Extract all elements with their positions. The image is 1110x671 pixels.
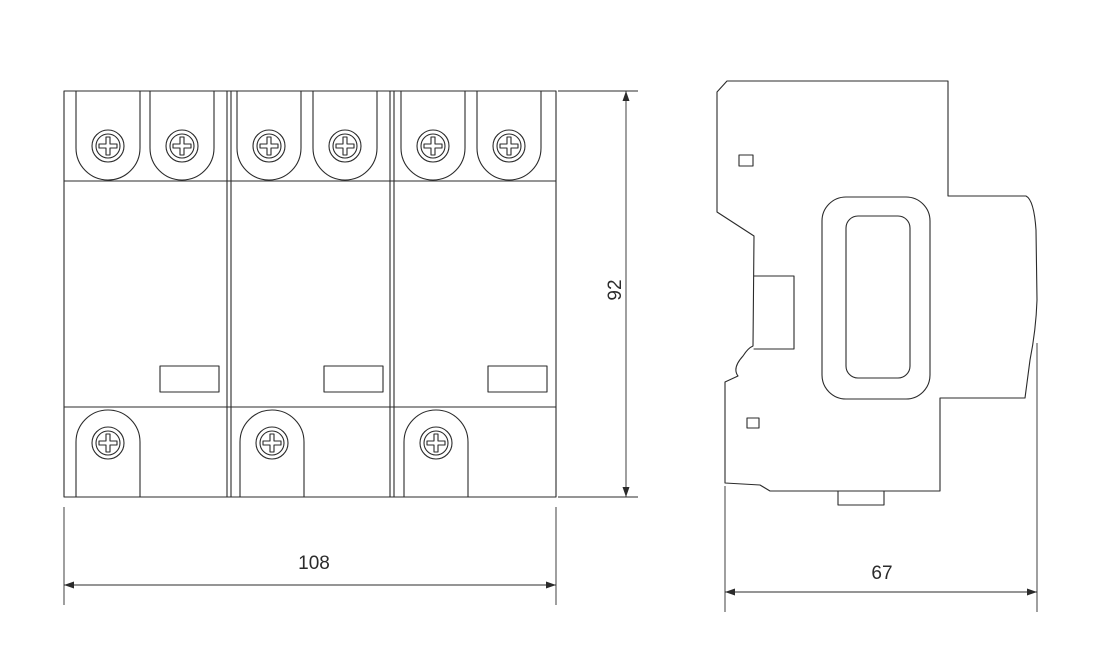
front-outline [63, 90, 557, 498]
top-terminal-tab-6 [476, 90, 542, 181]
depth-label: 67 [871, 563, 892, 584]
screw-icon [416, 129, 450, 163]
screw-icon [255, 426, 289, 460]
screw-icon [328, 129, 362, 163]
top-terminal-tab-2 [149, 90, 215, 181]
status-window-3 [487, 365, 548, 393]
side-view [716, 80, 1038, 506]
bottom-terminal-tab-2 [239, 409, 305, 498]
screw-icon [91, 129, 125, 163]
top-terminal-tab-4 [312, 90, 378, 181]
width-dimension: 108 [63, 507, 557, 605]
screw-icon [419, 426, 453, 460]
top-terminal-tab-1 [75, 90, 141, 181]
status-window-2 [323, 365, 384, 393]
side-slot-upper [738, 154, 754, 167]
bottom-terminal-tab-3 [403, 409, 469, 498]
front-frame-inner [845, 215, 911, 379]
status-window-1 [159, 365, 220, 393]
top-terminal-tab-5 [400, 90, 466, 181]
bottom-latch [837, 490, 885, 506]
side-slot-lower [746, 417, 760, 429]
width-label: 108 [298, 553, 330, 574]
front-view [63, 90, 557, 498]
din-clip [753, 275, 795, 350]
screw-icon [91, 426, 125, 460]
screw-icon [165, 129, 199, 163]
height-label: 92 [605, 279, 626, 300]
front-frame-outer [821, 196, 931, 400]
bottom-terminal-tab-1 [75, 409, 141, 498]
depth-dimension: 67 [724, 343, 1038, 612]
side-profile [716, 80, 1038, 492]
screw-icon [252, 129, 286, 163]
top-terminal-tab-3 [236, 90, 302, 181]
screw-icon [492, 129, 526, 163]
height-dimension: 92 [558, 90, 638, 498]
